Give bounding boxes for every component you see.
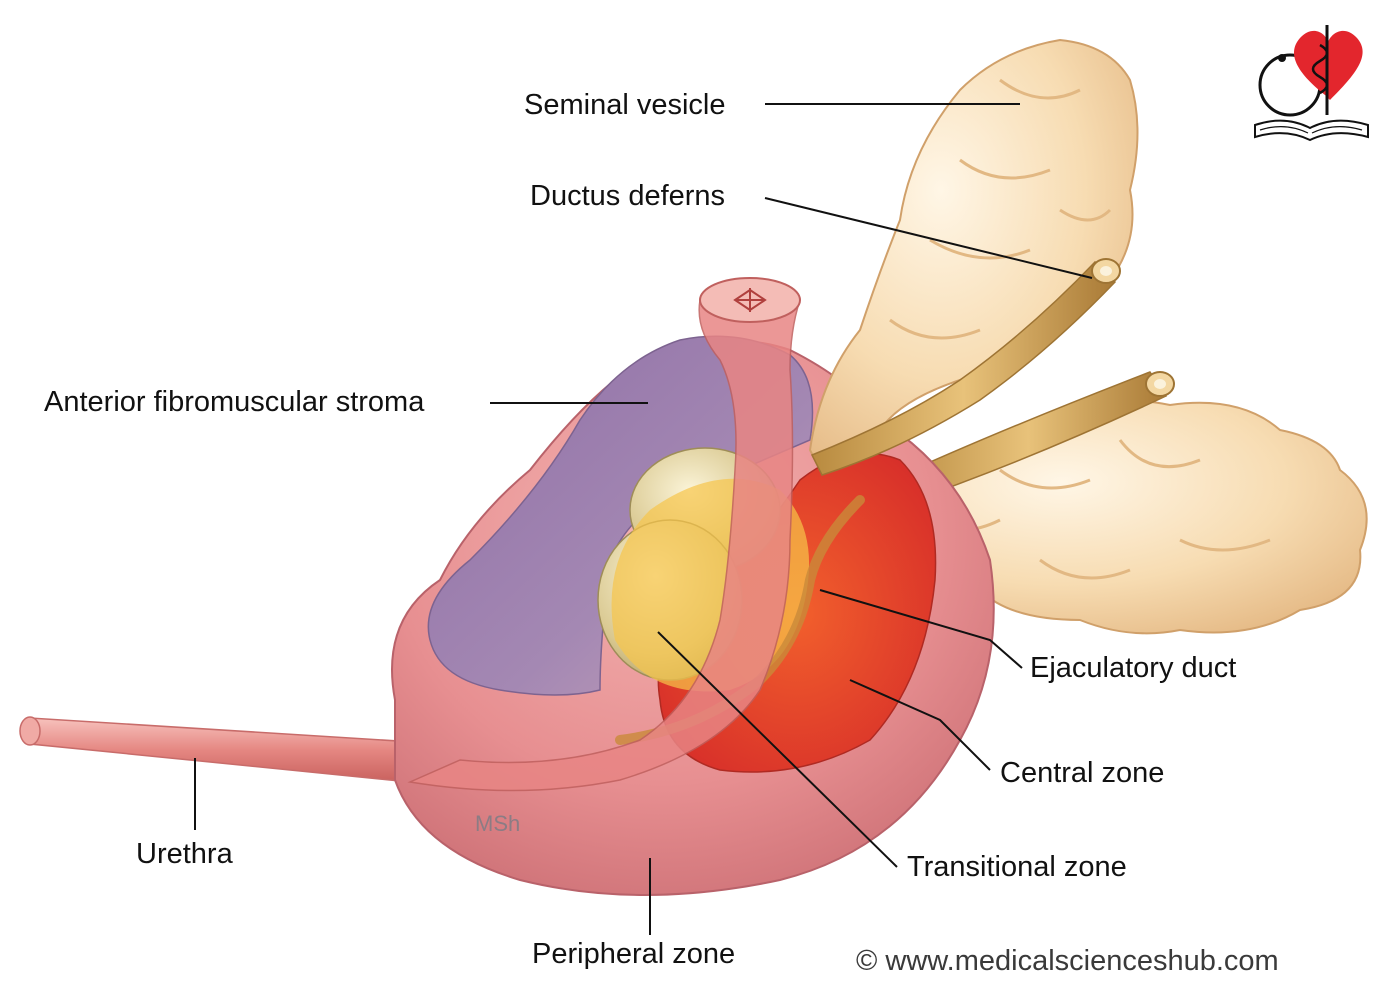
- label-urethra: Urethra: [136, 838, 233, 870]
- label-anterior-stroma: Anterior fibromuscular stroma: [44, 386, 425, 418]
- ductus-deferens-upper: [810, 260, 1117, 476]
- label-transitional-zone: Transitional zone: [907, 851, 1127, 883]
- heart-caduceus-book-logo-icon: [1254, 25, 1369, 142]
- leader-transitional-zone: [657, 631, 898, 868]
- ductus-deferens-lower: [889, 371, 1168, 506]
- copyright-credit: © www.medicalscienceshub.com: [856, 945, 1279, 977]
- urethra-tube: [27, 717, 415, 783]
- watermark: MSh: [475, 811, 521, 836]
- label-ductus-deferens: Ductus deferns: [530, 180, 726, 212]
- label-peripheral-zone: Peripheral zone: [532, 938, 736, 970]
- label-ejaculatory-duct: Ejaculatory duct: [1030, 652, 1237, 684]
- anterior-stroma-shape: [427, 335, 814, 696]
- leader-central-zone: [849, 679, 991, 771]
- leader-ejaculatory-duct: [819, 589, 1023, 669]
- prostatic-urethra: [407, 299, 802, 792]
- label-seminal-vesicle: Seminal vesicle: [524, 89, 726, 121]
- urethra-end: [19, 716, 41, 746]
- leader-ductus-deferens: [764, 197, 1093, 279]
- label-central-zone: Central zone: [1000, 757, 1165, 789]
